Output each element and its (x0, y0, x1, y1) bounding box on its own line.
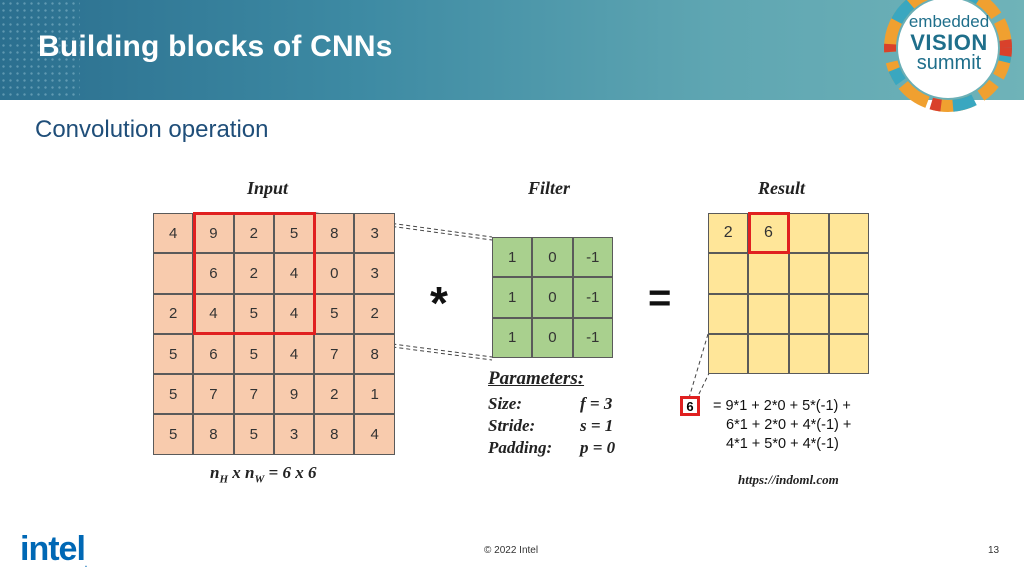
input-cell: 5 (233, 333, 274, 375)
input-cell: 8 (314, 213, 355, 254)
result-heading: Result (758, 178, 806, 198)
result-cell (788, 253, 829, 294)
input-cell: 2 (354, 293, 395, 334)
page-number: 13 (988, 545, 1000, 556)
input-cell: 9 (273, 374, 315, 415)
logo-text-summit: summit (916, 52, 982, 74)
filter-cell: 0 (532, 237, 573, 278)
result-cell (828, 253, 870, 294)
input-cell: 4 (153, 213, 194, 254)
source-link[interactable]: https://indoml.com (738, 472, 839, 487)
input-heading: Input (247, 178, 289, 198)
section-subtitle: Convolution operation (35, 116, 269, 143)
input-cell: 3 (354, 253, 395, 294)
input-cell: 2 (153, 293, 194, 334)
result-cell (828, 333, 870, 375)
input-cell: 4 (273, 333, 315, 375)
input-cell: 8 (314, 414, 355, 455)
result-cell-highlight (748, 212, 790, 254)
filter-cell: 1 (492, 277, 533, 318)
input-cell: 5 (314, 293, 355, 334)
input-cell: 1 (354, 374, 395, 415)
size-value: f = 3 (580, 394, 613, 413)
input-cell: 5 (153, 414, 194, 455)
input-cell: 7 (233, 374, 274, 415)
input-cell: 4 (273, 293, 315, 334)
result-cell (748, 253, 789, 294)
input-cell: 8 (354, 333, 395, 375)
filter-cell: 1 (492, 237, 533, 278)
header-banner (0, 0, 1024, 100)
result-cell (788, 333, 829, 375)
padding-value: p = 0 (580, 438, 616, 457)
input-cell: 3 (273, 414, 315, 455)
result-cell (828, 213, 870, 254)
input-cell: 0 (314, 253, 355, 294)
result-cell (788, 293, 829, 334)
filter-cell: -1 (572, 317, 613, 358)
equation-result-box: 6 (680, 396, 700, 416)
parameters-block: Parameters: Size: f = 3 Stride: s = 1 Pa… (488, 368, 648, 460)
input-cell (153, 253, 194, 294)
input-cell: 7 (314, 333, 355, 375)
padding-label: Padding: (488, 438, 553, 457)
input-cell: 4 (354, 414, 395, 455)
filter-cell: -1 (572, 277, 613, 318)
banner-dot-pattern (0, 0, 80, 100)
result-cell (788, 213, 829, 254)
embedded-vision-summit-logo: embedded VISION summit (866, 0, 1024, 120)
result-cell: 6 (748, 213, 789, 254)
size-label: Size: (488, 394, 522, 413)
result-cell: 2 (708, 213, 749, 254)
input-cell: 2 (233, 213, 274, 254)
result-cell (748, 333, 789, 375)
input-cell: 5 (153, 374, 194, 415)
equals-symbol: = (648, 276, 672, 320)
receptive-field-highlight (193, 212, 316, 335)
input-cell: 5 (153, 333, 194, 375)
input-cell: 3 (354, 213, 395, 254)
filter-heading: Filter (528, 178, 571, 198)
equation-line-2: 6*1 + 2*0 + 4*(-1) + (726, 417, 852, 433)
filter-cell: 1 (492, 317, 533, 358)
multiply-symbol: * (430, 277, 448, 329)
input-cell: 5 (233, 414, 274, 455)
copyright-text: © 2022 Intel (484, 545, 539, 556)
input-cell: 6 (193, 333, 234, 375)
input-cell: 2 (233, 253, 274, 294)
input-cell: 9 (193, 213, 234, 254)
intel-logo: intel. (20, 530, 87, 569)
logo-text-vision: VISION (910, 30, 988, 55)
equation-line-3: 4*1 + 5*0 + 4*(-1) (726, 436, 839, 452)
filter-cell: 0 (532, 277, 573, 318)
input-cell: 2 (314, 374, 355, 415)
input-cell: 7 (193, 374, 234, 415)
stride-value: s = 1 (580, 416, 614, 435)
input-size-label: nH x nW = 6 x 6 (210, 463, 317, 486)
slide-title: Building blocks of CNNs (38, 30, 393, 63)
filter-cell: 0 (532, 317, 573, 358)
logo-text-embedded: embedded (908, 12, 990, 31)
filter-cell: -1 (572, 237, 613, 278)
result-cell (748, 293, 789, 334)
equation-line-1: = 9*1 + 2*0 + 5*(-1) + (713, 398, 851, 414)
result-cell (828, 293, 870, 334)
result-cell (708, 333, 749, 375)
input-cell: 5 (273, 213, 315, 254)
stride-label: Stride: (488, 416, 536, 435)
input-cell: 8 (193, 414, 234, 455)
result-cell (708, 293, 749, 334)
parameters-heading: Parameters: (488, 368, 585, 389)
result-cell (708, 253, 749, 294)
